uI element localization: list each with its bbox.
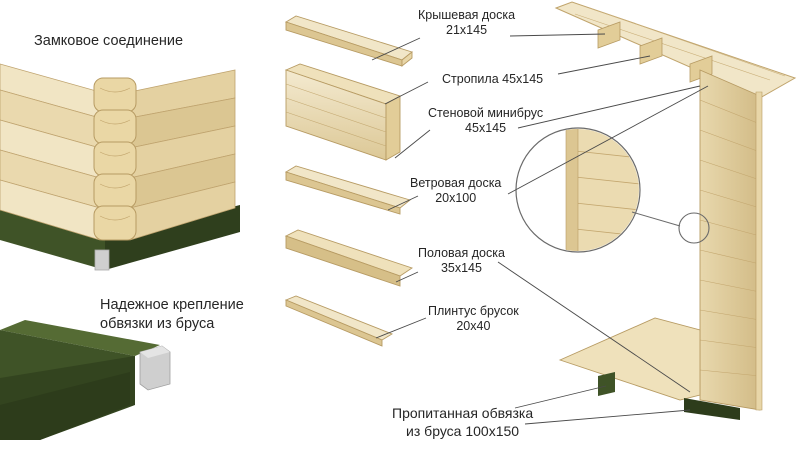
label-rafters-name: Стропила 45x145 — [442, 72, 544, 86]
lock-joint-log-ends — [93, 77, 137, 241]
label-roof-board-name: Крышевая доска — [418, 8, 516, 22]
label-roof-board: Крышевая доска 21x145 — [418, 8, 515, 38]
label-wall-minibeam-size: 45x145 — [465, 121, 507, 135]
label-impregnated-frame: Пропитанная обвязка из бруса 100x150 — [392, 404, 533, 440]
label-floor-board: Половая доска 35x145 — [418, 246, 505, 276]
magnifier-detail — [515, 127, 710, 253]
lock-joint-concrete-block — [94, 249, 110, 271]
house-roof — [554, 1, 797, 99]
lock-joint-sill-right — [105, 205, 240, 270]
lock-joint-right-wall — [129, 69, 236, 241]
frame-fastening-title-line-1: Надежное крепление — [100, 297, 244, 313]
frame-fastening-title-line-2: обвязки из бруса — [100, 316, 215, 332]
lock-joint-illustration — [0, 63, 240, 271]
house-wall — [699, 69, 761, 411]
lock-joint-sill-left — [0, 205, 105, 270]
label-roof-board-size: 21x145 — [446, 23, 488, 37]
label-wall-minibeam: Стеновой минибрус 45x145 — [428, 106, 543, 136]
label-rafters: Стропила 45x145 — [442, 72, 543, 87]
label-floor-board-size: 35x145 — [440, 261, 482, 275]
label-wind-board-name: Ветровая доска — [410, 176, 502, 190]
label-floor-board-name: Половая доска — [418, 246, 505, 260]
frame-fastening-illustration — [0, 320, 171, 440]
leader-lines — [371, 33, 709, 425]
label-impregnated-frame-name: Пропитанная обвязка — [392, 405, 534, 421]
house-base-beam-right — [684, 398, 740, 420]
label-wall-minibeam-name: Стеновой минибрус — [428, 106, 544, 120]
house-illustration — [554, 1, 797, 420]
label-wind-board-size: 20x100 — [435, 191, 477, 205]
label-skirting-bar-size: 20x40 — [456, 319, 491, 333]
label-skirting-bar: Плинтус брусок 20x40 — [428, 304, 519, 334]
label-skirting-bar-name: Плинтус брусок — [428, 304, 519, 318]
frame-beam-top — [0, 320, 160, 356]
roof-board-illustration — [284, 15, 413, 67]
skirting-bar-illustration — [284, 295, 394, 347]
label-impregnated-frame-size: из бруса 100x150 — [406, 423, 520, 439]
house-floor — [558, 317, 701, 401]
floor-board-illustration — [284, 229, 414, 287]
lock-joint-title: Замковое соединение — [34, 33, 184, 49]
wind-board-illustration — [284, 165, 411, 215]
house-base-beam — [598, 372, 615, 396]
frame-fastening-title: Надежное крепление обвязки из бруса — [100, 296, 244, 334]
lock-joint-left-wall — [0, 63, 101, 241]
wall-minibeam-illustration — [284, 63, 402, 161]
label-wind-board: Ветровая доска 20x100 — [410, 176, 501, 206]
